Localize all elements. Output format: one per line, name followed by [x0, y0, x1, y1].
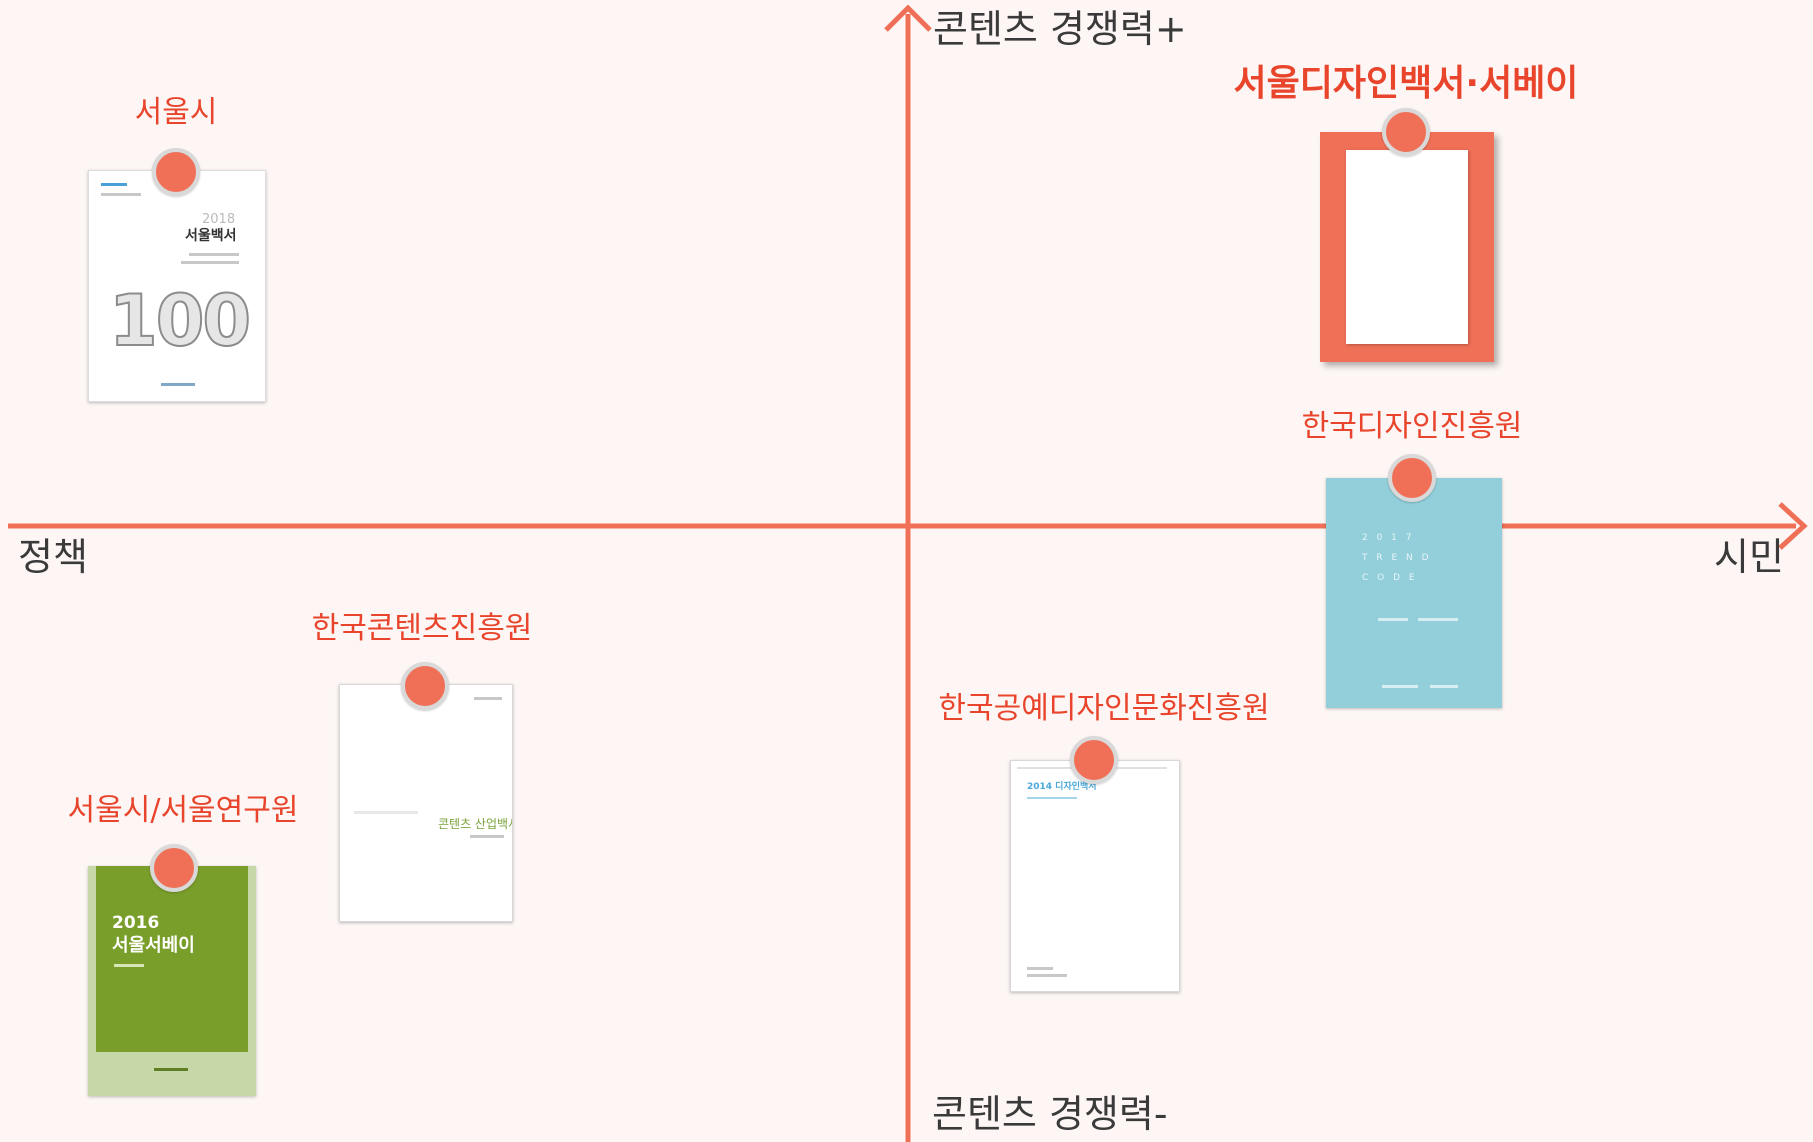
cover-line	[189, 253, 239, 256]
cover-publisher	[1382, 685, 1418, 688]
cover-number: 100	[108, 280, 252, 362]
item-label-seoul: 서울시	[134, 95, 218, 130]
cover-publisher	[161, 383, 195, 386]
cover-title: 서울백서	[185, 228, 237, 244]
cover-line3: C O D E	[1362, 573, 1418, 583]
pin-seoul-design	[1382, 108, 1430, 156]
book-cover-design-whitepaper: 2014 디자인백서	[1010, 760, 1180, 992]
cover-panel	[96, 866, 248, 1052]
cover-line	[1418, 618, 1458, 621]
cover-line	[1378, 618, 1408, 621]
book-cover-content-industry: 콘텐츠 산업백서	[339, 684, 513, 922]
cover-title: 콘텐츠 산업백서	[438, 817, 513, 831]
axis-label-bottom: 콘텐츠 경쟁력-	[932, 1092, 1168, 1136]
item-label-seoul-design: 서울디자인백서·서베이	[1233, 63, 1579, 104]
pin-kocca	[401, 662, 449, 710]
cover-line2: T R E N D	[1362, 553, 1432, 563]
cover-line	[1027, 797, 1077, 799]
pin-kcdf	[1070, 736, 1118, 784]
item-label-kidp: 한국디자인진흥원	[1301, 409, 1523, 444]
axis-label-top: 콘텐츠 경쟁력+	[933, 7, 1187, 51]
cover-title: 2014 디자인백서	[1027, 782, 1097, 792]
item-label-seoul-institute: 서울시/서울연구원	[67, 793, 299, 828]
pin-seoul	[152, 148, 200, 196]
pin-seoul-institute	[150, 844, 198, 892]
top-arrowhead	[884, 4, 932, 32]
item-label-kocca: 한국콘텐츠진흥원	[311, 611, 533, 646]
cover-publisher	[154, 1068, 188, 1071]
cover-line	[114, 964, 144, 967]
book-cover-seoul-whitepaper: 2018 서울백서 100	[88, 170, 266, 402]
cover-publisher	[1027, 967, 1053, 970]
cover-year: 2016	[112, 913, 160, 933]
cover-publisher	[1430, 685, 1458, 688]
book-cover-trend-code: 2 0 1 7 T R E N D C O D E	[1326, 478, 1502, 708]
book-cover-seoul-survey: 2016 서울서베이	[88, 866, 256, 1096]
axis-label-right: 시민	[1714, 535, 1784, 579]
cover-year: 2018	[202, 212, 236, 227]
pin-kidp	[1388, 454, 1436, 502]
cover-line	[354, 811, 418, 814]
cover-logo	[101, 183, 127, 186]
cover-title: 서울서베이	[112, 935, 195, 956]
item-label-kcdf: 한국공예디자인문화진흥원	[938, 691, 1270, 726]
right-arrowhead	[1778, 502, 1808, 550]
cover-logo	[474, 697, 502, 700]
cover-line	[181, 261, 239, 264]
cover-line	[101, 193, 141, 196]
cover-line	[470, 835, 504, 838]
cover-line1: 2 0 1 7	[1362, 533, 1415, 543]
cover-publisher	[1027, 974, 1067, 977]
highlight-frame	[1320, 132, 1494, 362]
blank-cover	[1346, 150, 1468, 344]
axis-label-left: 정책	[18, 535, 88, 579]
